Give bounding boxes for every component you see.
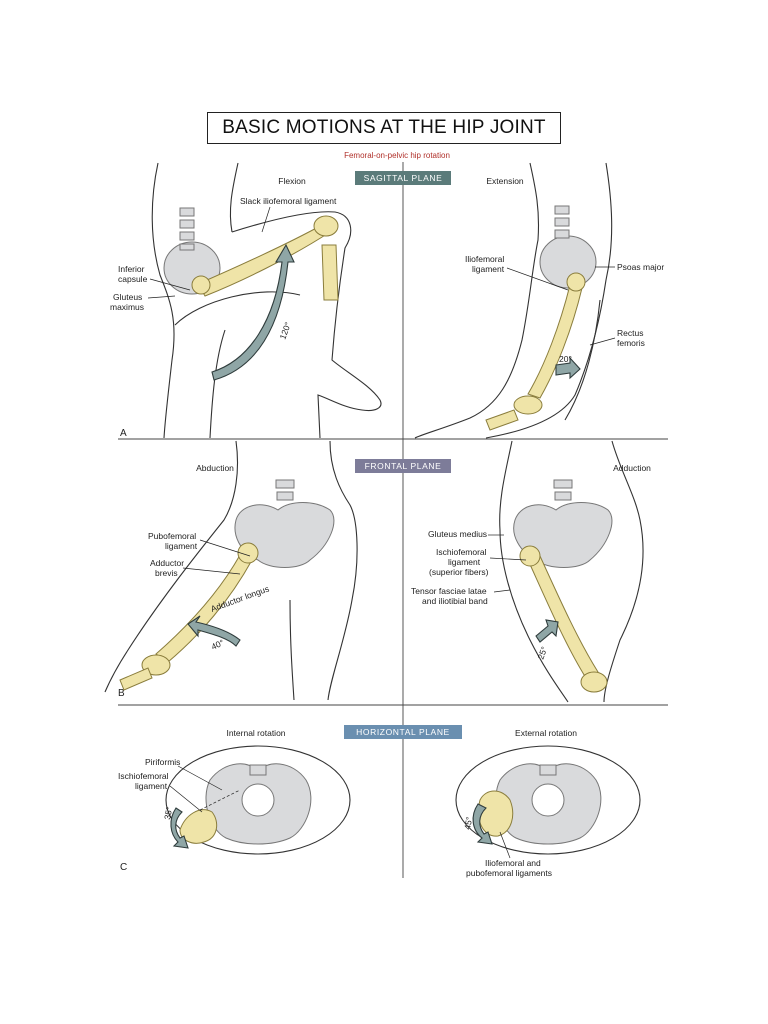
frontal-plane-badge <box>355 459 451 473</box>
figure-subtitle: Femoral-on-pelvic hip rotation <box>344 151 450 160</box>
horizontal-plane-label: HORIZONTAL PLANE <box>356 727 450 737</box>
motion-flexion: Flexion <box>278 176 306 186</box>
label-iliotibial-band: and iliotibial band <box>422 596 488 606</box>
extension-illustration <box>414 162 613 439</box>
sagittal-plane-badge <box>355 171 451 185</box>
extension-angle: 20° <box>559 354 572 364</box>
label-pubofemoral: Pubofemoral <box>148 531 196 541</box>
motion-adduction: Adduction <box>613 463 651 473</box>
panel-a: SAGITTAL PLANE A Flexion Slack iliofemor… <box>110 162 664 439</box>
label-adductor: Adductor <box>150 558 184 568</box>
panel-c: HORIZONTAL PLANE C Internal rotation Pir… <box>118 725 641 878</box>
femur-adduction <box>527 555 599 679</box>
motion-internal-rotation: Internal rotation <box>226 728 285 738</box>
internal-rotation-angle: 35° <box>162 806 174 820</box>
label-femoris: femoris <box>617 338 645 348</box>
adduction-angle: 25° <box>535 645 549 661</box>
label-maximus: maximus <box>110 302 144 312</box>
label-piriformis: Piriformis <box>145 757 180 767</box>
motion-abduction: Abduction <box>196 463 234 473</box>
femur-external <box>477 790 514 837</box>
label-tensor-fasciae-latae: Tensor fasciae latae <box>411 586 487 596</box>
label-capsule: capsule <box>118 274 148 284</box>
frontal-plane-label: FRONTAL PLANE <box>365 461 442 471</box>
label-gluteus: Gluteus <box>113 292 142 302</box>
label-inferior: Inferior <box>118 264 145 274</box>
external-rotation-angle: 45° <box>462 816 474 830</box>
label-ligament-b2: ligament <box>448 557 481 567</box>
label-brevis: brevis <box>155 568 178 578</box>
adduction-illustration <box>499 440 644 703</box>
label-psoas-major: Psoas major <box>617 262 664 272</box>
sagittal-plane-label: SAGITTAL PLANE <box>364 173 443 183</box>
label-superior-fibers: (superior fibers) <box>429 567 489 577</box>
label-pubofemoral-ligaments: pubofemoral ligaments <box>466 868 552 878</box>
panel-letter-a: A <box>120 428 127 439</box>
external-rotation-arrow <box>472 803 493 845</box>
flexion-illustration <box>151 162 382 439</box>
abduction-arrow <box>187 615 241 647</box>
label-ischiofemoral-c: Ischiofemoral <box>118 771 169 781</box>
label-ligament: ligament <box>472 264 505 274</box>
label-ischiofemoral: Ischiofemoral <box>436 547 487 557</box>
label-iliofemoral: Iliofemoral <box>465 254 504 264</box>
label-iliofemoral-and: Iliofemoral and <box>485 858 541 868</box>
motion-extension: Extension <box>486 176 524 186</box>
femur-bone-right <box>527 284 583 399</box>
flexion-angle: 120° <box>277 321 292 341</box>
label-rectus: Rectus <box>617 328 643 338</box>
panel-letter-c: C <box>120 862 127 873</box>
panel-b: FRONTAL PLANE B Abduction Pubofemoral li… <box>104 440 651 703</box>
adduction-arrow <box>535 619 559 643</box>
page-title: BASIC MOTIONS AT THE HIP JOINT <box>207 112 561 144</box>
femur-internal <box>179 809 218 844</box>
motion-external-rotation: External rotation <box>515 728 577 738</box>
label-ligament-b: ligament <box>165 541 198 551</box>
extension-arrow <box>555 356 581 380</box>
label-slack-iliofemoral: Slack iliofemoral ligament <box>240 196 337 206</box>
external-rotation-illustration <box>455 745 641 855</box>
internal-rotation-arrow <box>170 807 189 849</box>
panel-letter-b: B <box>118 688 125 699</box>
abduction-illustration <box>104 440 358 701</box>
label-ligament-c: ligament <box>135 781 168 791</box>
label-gluteus-medius: Gluteus medius <box>428 529 487 539</box>
internal-rotation-illustration <box>165 745 351 855</box>
horizontal-plane-badge <box>344 725 462 739</box>
abduction-angle: 40° <box>210 637 226 651</box>
flexion-arrow <box>211 243 295 381</box>
